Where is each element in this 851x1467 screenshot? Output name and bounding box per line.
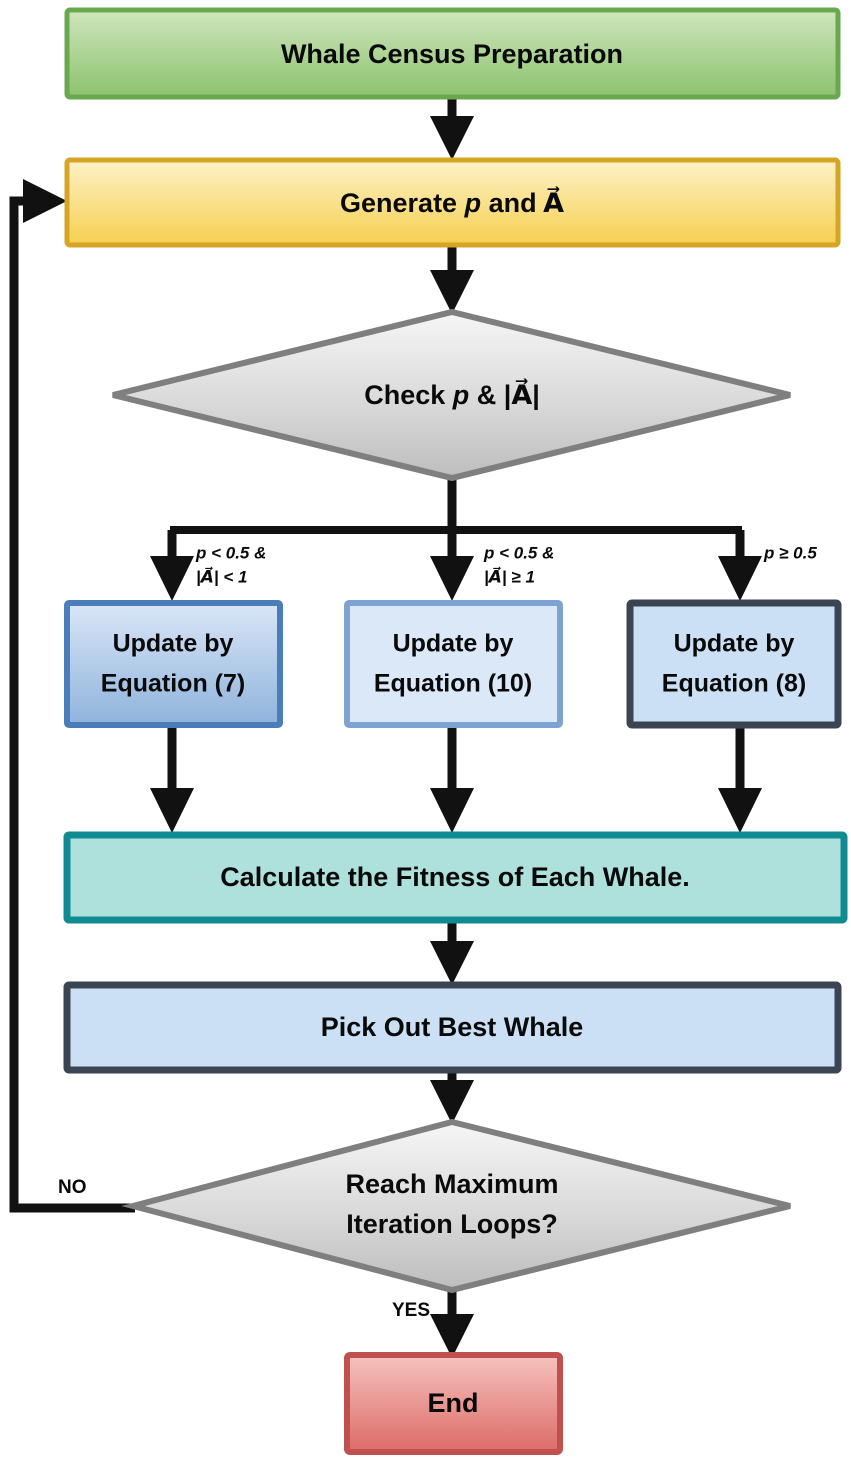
node-generate[interactable]: Generate p and A⃗ xyxy=(64,157,841,248)
node-best-label: Pick Out Best Whale xyxy=(321,1012,584,1042)
exit-yes-label: YES xyxy=(392,1300,430,1321)
node-eq7-line1: Update by xyxy=(113,630,234,658)
branch-right-label: p ≥ 0.5 xyxy=(763,543,817,562)
node-generate-label: Generate p and A⃗ xyxy=(340,186,564,218)
node-update-equation-10[interactable]: Update by Equation (10) xyxy=(344,600,563,728)
node-end-label: End xyxy=(428,1388,479,1418)
node-eq8-line2: Equation (8) xyxy=(662,670,806,698)
node-fitness-label: Calculate the Fitness of Each Whale. xyxy=(220,862,690,892)
connector-start-to-generate xyxy=(430,97,474,160)
node-check-label: Check p & |A⃗| xyxy=(364,378,540,410)
connector-best-to-maxiter xyxy=(430,1070,474,1124)
connector-maxiter-to-generate-loop xyxy=(9,179,135,1213)
node-pick-best-whale[interactable]: Pick Out Best Whale xyxy=(63,981,842,1074)
node-end[interactable]: End xyxy=(344,1352,563,1455)
connector-check-to-eq8 xyxy=(718,530,762,601)
node-check-decision[interactable]: Check p & |A⃗| xyxy=(112,308,791,482)
node-start[interactable]: Whale Census Preparation xyxy=(64,7,841,100)
connector-check-to-eq7 xyxy=(150,530,194,601)
node-eq8-line1: Update by xyxy=(674,630,795,658)
connector-check-to-eq10 xyxy=(430,530,474,601)
node-update-equation-7[interactable]: Update by Equation (7) xyxy=(64,600,283,728)
node-update-equation-8[interactable]: Update by Equation (8) xyxy=(626,599,842,729)
node-calculate-fitness[interactable]: Calculate the Fitness of Each Whale. xyxy=(63,831,848,924)
loop-no-label: NO xyxy=(58,1177,87,1198)
node-maxiter-line1: Reach Maximum xyxy=(345,1169,558,1199)
connector-eq10-to-fitness xyxy=(430,725,474,833)
node-eq10-line1: Update by xyxy=(393,630,514,658)
connector-fitness-to-best xyxy=(430,920,474,985)
connector-eq7-to-fitness xyxy=(150,725,194,833)
node-eq10-line2: Equation (10) xyxy=(374,670,532,698)
connector-generate-to-check xyxy=(430,245,474,314)
branch-label-left: p < 0.5 & |A⃗| < 1 xyxy=(195,543,266,586)
branch-mid-line2: |A⃗| ≥ 1 xyxy=(484,565,535,586)
node-eq7-line2: Equation (7) xyxy=(101,670,245,698)
branch-left-line2: |A⃗| < 1 xyxy=(196,565,248,586)
node-maxiter-line2: Iteration Loops? xyxy=(346,1209,558,1239)
connector-check-split xyxy=(170,478,742,534)
node-start-label: Whale Census Preparation xyxy=(281,39,623,69)
branch-mid-line1: p < 0.5 & xyxy=(483,543,554,562)
branch-label-middle: p < 0.5 & |A⃗| ≥ 1 xyxy=(483,543,554,586)
connector-layer xyxy=(9,97,762,1358)
node-max-iteration-decision[interactable]: Reach Maximum Iteration Loops? xyxy=(121,1118,791,1294)
branch-label-right: p ≥ 0.5 xyxy=(763,543,817,562)
connector-eq8-to-fitness xyxy=(718,725,762,833)
connector-maxiter-to-end xyxy=(430,1290,474,1358)
branch-left-line1: p < 0.5 & xyxy=(195,543,266,562)
